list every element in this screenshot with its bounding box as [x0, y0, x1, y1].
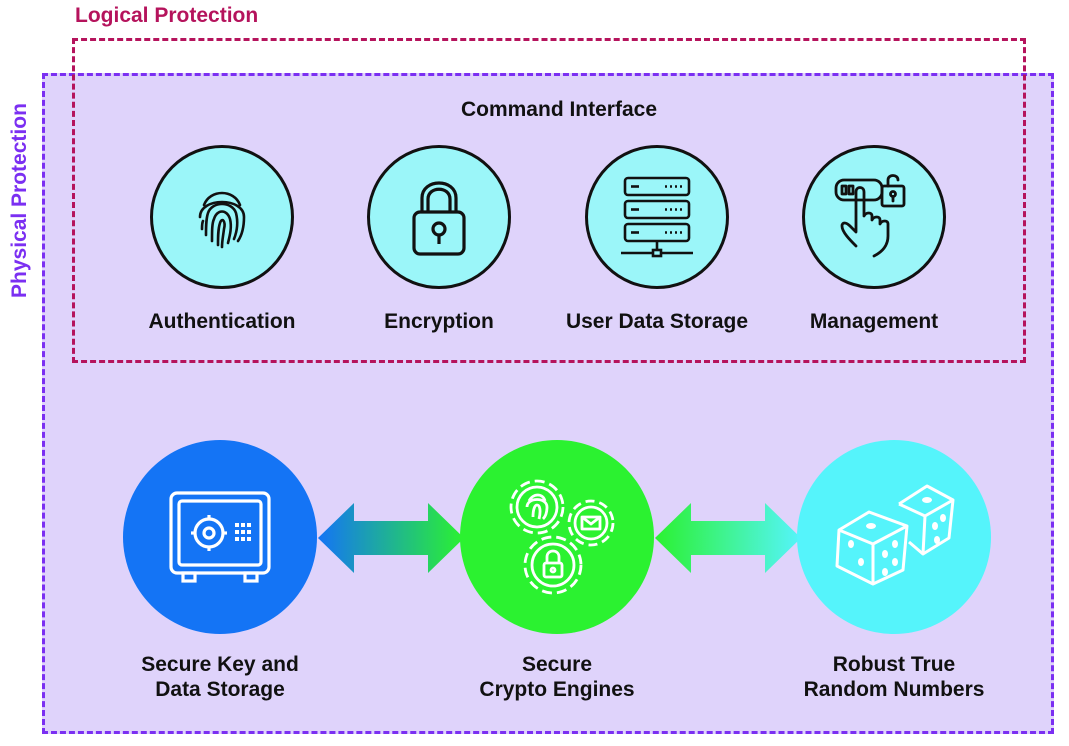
- gears-icon: [487, 467, 627, 607]
- logical-protection-region: [72, 38, 1026, 363]
- hand-unlock-icon: [832, 172, 916, 262]
- secure-key-storage-label-line2: Data Storage: [155, 678, 285, 701]
- secure-key-storage-label-line1: Secure Key and: [141, 653, 299, 676]
- random-numbers-node: [797, 440, 991, 634]
- user-data-storage-node: [585, 145, 729, 289]
- arrow-storage-crypto: [318, 503, 464, 573]
- management-label: Management: [809, 310, 939, 333]
- arrow-crypto-random: [655, 503, 801, 573]
- authentication-node: [150, 145, 294, 289]
- physical-protection-title: Physical Protection: [8, 103, 31, 298]
- authentication-label: Authentication: [148, 310, 296, 333]
- server-rack-icon: [617, 172, 697, 262]
- fingerprint-icon: [182, 177, 262, 257]
- secure-crypto-engines-label-line1: Secure: [521, 653, 593, 676]
- secure-crypto-engines-node: [460, 440, 654, 634]
- padlock-icon: [404, 172, 474, 262]
- secure-key-storage-label: Secure Key and Data Storage: [90, 652, 350, 702]
- secure-key-storage-node: [123, 440, 317, 634]
- random-numbers-label: Robust True Random Numbers: [764, 652, 1024, 702]
- user-data-storage-label: User Data Storage: [565, 310, 749, 333]
- logical-protection-title: Logical Protection: [75, 4, 259, 27]
- management-node: [802, 145, 946, 289]
- encryption-label: Encryption: [384, 310, 494, 333]
- safe-icon: [165, 487, 275, 587]
- secure-crypto-engines-label: Secure Crypto Engines: [427, 652, 687, 702]
- encryption-node: [367, 145, 511, 289]
- secure-crypto-engines-label-line2: Crypto Engines: [479, 678, 635, 701]
- random-numbers-label-line2: Random Numbers: [803, 678, 985, 701]
- random-numbers-label-line1: Robust True: [832, 653, 956, 676]
- dice-icon: [829, 482, 959, 592]
- command-interface-title: Command Interface: [460, 98, 658, 121]
